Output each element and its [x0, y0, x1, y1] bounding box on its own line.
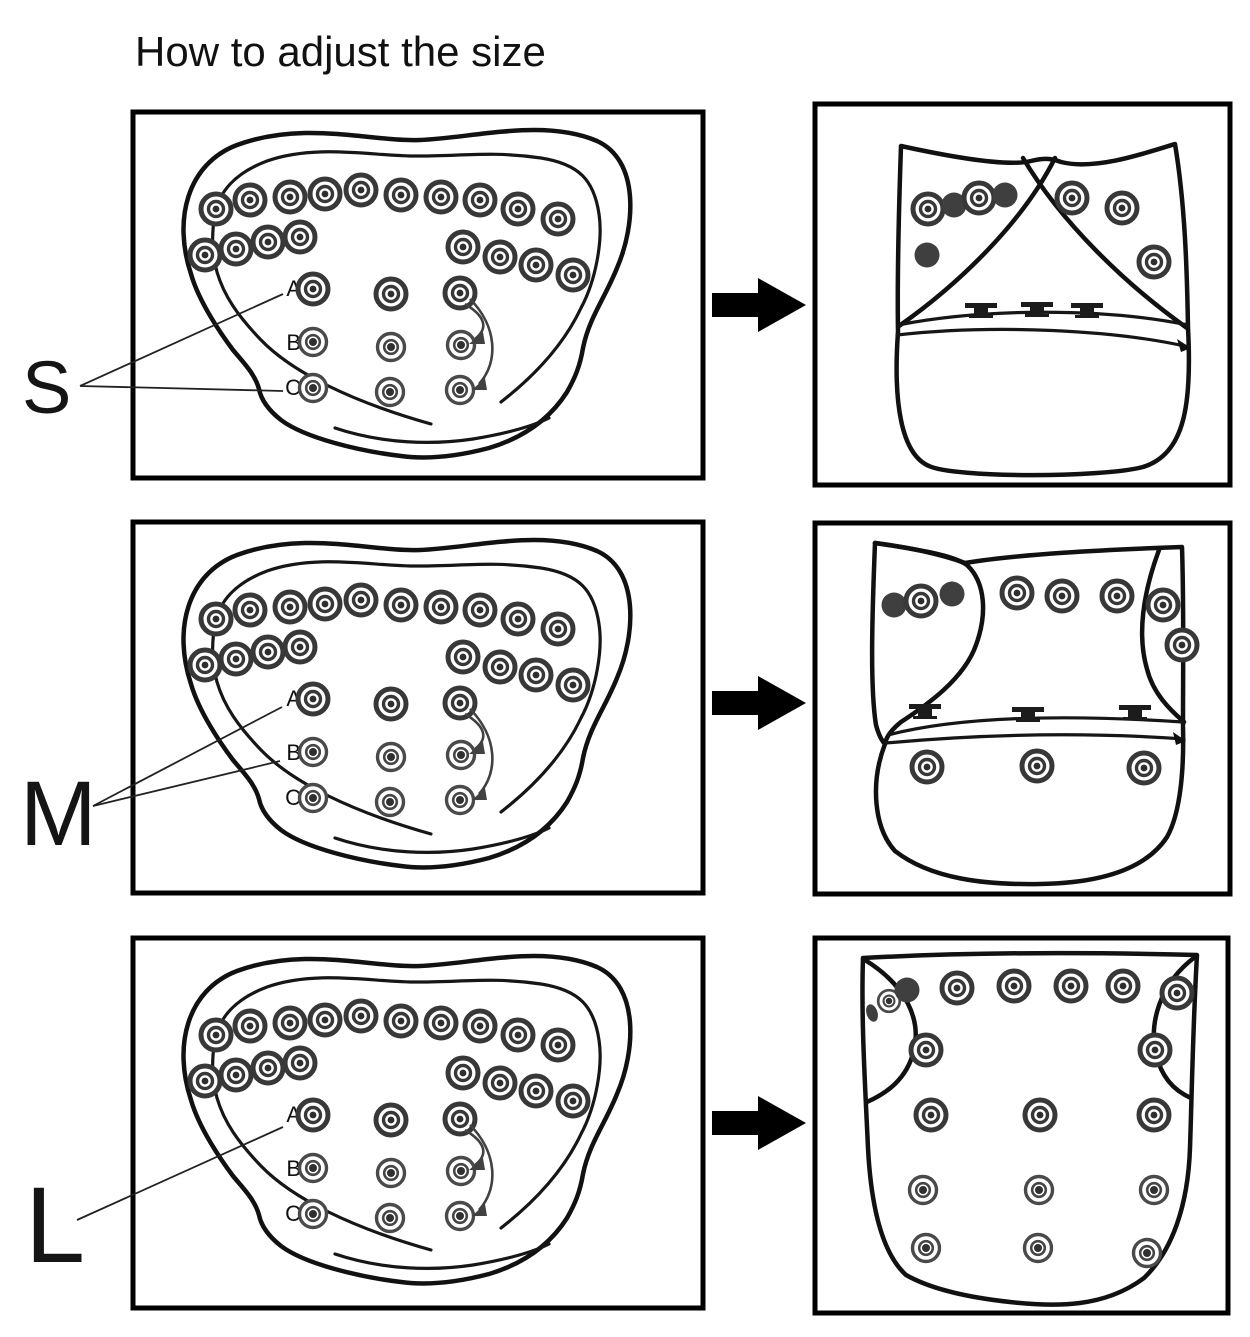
panel-m-flat	[130, 519, 706, 896]
folded-diaper-drawing-s	[897, 144, 1191, 475]
open-diaper-drawing-m	[183, 540, 630, 867]
size-label-l: L	[25, 1164, 85, 1285]
leader-lines-s	[79, 293, 284, 392]
leader-line-m-to-b	[92, 760, 281, 807]
right-arrow-icon-m	[712, 676, 806, 730]
page-title: How to adjust the size	[135, 28, 546, 75]
panel-s-flat	[130, 109, 706, 481]
leader-lines-l	[76, 1126, 284, 1221]
leader-lines-m	[92, 706, 283, 807]
leader-line-l-to-a	[76, 1126, 284, 1221]
open-diaper-drawing-s	[183, 130, 630, 457]
panel-s-folded	[812, 101, 1233, 488]
leader-line-s-to-a	[79, 293, 284, 387]
size-label-s: S	[22, 346, 71, 429]
folded-diaper-drawing-m	[872, 543, 1197, 884]
size-label-m: M	[20, 763, 97, 865]
leader-line-s-to-c	[79, 385, 284, 392]
panel-l-folded	[812, 935, 1231, 1316]
right-arrow-icon-l	[712, 1096, 806, 1150]
open-diaper-drawing-l	[183, 956, 630, 1283]
leader-line-m-to-a	[92, 706, 283, 807]
right-arrow-icon-s	[712, 278, 806, 332]
panel-m-folded	[812, 520, 1233, 897]
folded-diaper-drawing-l	[862, 953, 1197, 1305]
panel-l-flat	[130, 935, 706, 1311]
